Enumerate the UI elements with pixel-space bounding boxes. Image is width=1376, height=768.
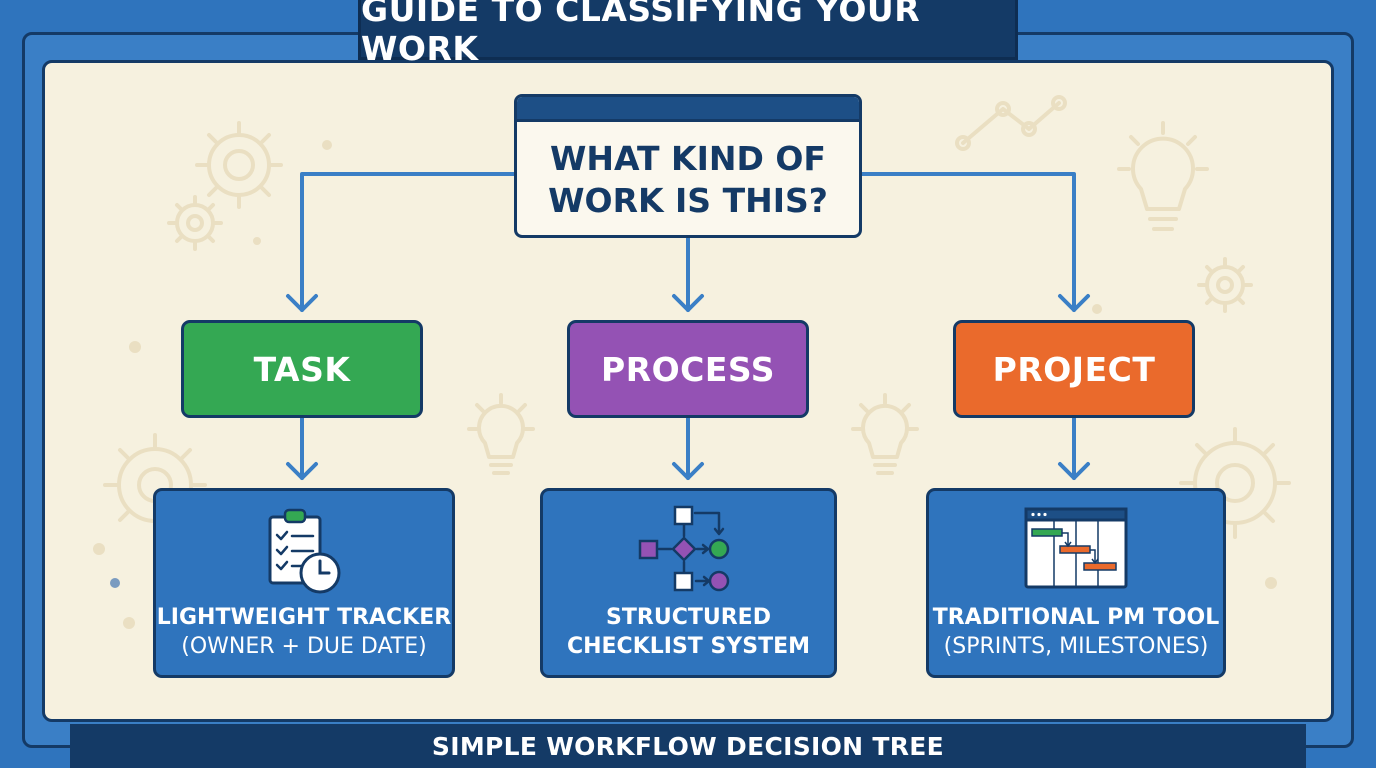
arrowhead-project [1058, 294, 1090, 312]
gear-icon [195, 121, 283, 209]
line-graph-icon [955, 95, 1067, 151]
arrowhead-project-tool [1058, 462, 1090, 480]
tool-task-detail: (OWNER + DUE DATE) [181, 634, 427, 659]
gear-icon [1179, 427, 1291, 539]
category-process: PROCESS [567, 320, 809, 418]
tool-project-detail: (SPRINTS, MILESTONES) [943, 634, 1209, 659]
decision-question-text: WHAT KIND OF WORK IS THIS? [548, 139, 828, 220]
category-project: PROJECT [953, 320, 1195, 418]
tool-project-name: TRADITIONAL PM TOOL [932, 605, 1220, 630]
lightbulb-icon [467, 393, 535, 475]
connector-question-to-task [300, 172, 516, 312]
tool-card-task: LIGHTWEIGHT TRACKER (OWNER + DUE DATE) [153, 488, 455, 678]
tool-card-project: TRADITIONAL PM TOOL (SPRINTS, MILESTONES… [926, 488, 1226, 678]
arrowhead-task [286, 294, 318, 312]
gear-icon [167, 195, 223, 251]
dot-decorations [93, 140, 1277, 629]
decision-question-box: WHAT KIND OF WORK IS THIS? [514, 94, 862, 238]
page-title: GUIDE TO CLASSIFYING YOUR WORK [358, 0, 1018, 68]
footer-caption: SIMPLE WORKFLOW DECISION TREE [70, 724, 1306, 768]
gear-icon [1197, 257, 1253, 313]
question-box-header-bar [517, 97, 859, 122]
tool-process-name: STRUCTURED [606, 605, 771, 630]
clipboard-clock-icon [268, 508, 341, 594]
lightbulb-icon [851, 393, 919, 475]
arrowhead-process-tool [672, 462, 704, 480]
lightbulb-icon [1117, 121, 1209, 231]
category-task: TASK [181, 320, 423, 418]
gantt-chart-icon [1024, 507, 1128, 589]
arrowhead-task-tool [286, 462, 318, 480]
tool-process-detail: CHECKLIST SYSTEM [566, 634, 811, 659]
tool-task-name: LIGHTWEIGHT TRACKER [156, 605, 452, 630]
flowchart-icon [638, 505, 729, 592]
connector-question-to-project [860, 172, 1076, 312]
arrowhead-process [672, 294, 704, 312]
tool-card-process: STRUCTURED CHECKLIST SYSTEM [540, 488, 837, 678]
